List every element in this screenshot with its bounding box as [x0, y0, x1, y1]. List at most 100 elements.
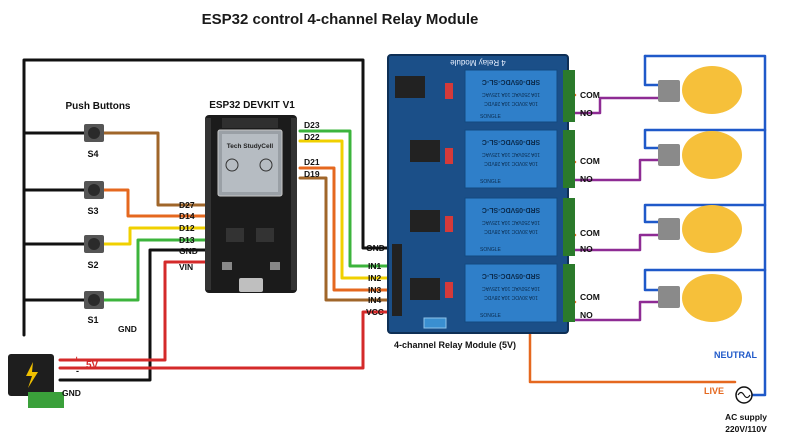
relay-terminals [563, 70, 575, 322]
relay-3-rating-a: 10A 250VAC 10A 125VAC [482, 219, 540, 225]
gnd-label-bottom: GND [62, 388, 81, 398]
gnd-label-top: GND [118, 324, 137, 334]
wire-d19-in4 [298, 176, 394, 302]
wire-d23-in1 [298, 129, 394, 268]
relay-2-rating-b: 10A 30VDC 10A 28VDC [484, 160, 538, 166]
bulb-3-icon [658, 205, 742, 253]
wire-neutral-b3 [643, 203, 767, 224]
esp32-title: ESP32 DEVKIT V1 [209, 100, 295, 111]
wire-neutral-b2 [643, 128, 767, 150]
pin-d27: D27 [179, 200, 195, 210]
wire-neutral-b4 [643, 268, 767, 292]
relay-input-pins: GND IN1 IN2 IN3 IN4 VCC [366, 243, 385, 317]
pin-d14: D14 [179, 211, 195, 221]
wire-no1 [573, 96, 664, 115]
wire-no2 [573, 158, 664, 182]
no-label-4: NO [580, 310, 593, 320]
relay-1-rating-b: 10A 30VDC 10A 28VDC [484, 100, 538, 106]
wire-s3-d14 [98, 188, 207, 218]
relay-1-rating-a: 10A 250VAC 10A 125VAC [482, 91, 540, 97]
relay-2-brand: SONGLE [480, 179, 502, 185]
wire-d21-in3 [298, 166, 394, 292]
relay-pin-gnd: GND [366, 243, 385, 253]
pin-d12: D12 [179, 223, 195, 233]
pin-d23: D23 [304, 120, 320, 130]
wires [22, 54, 767, 397]
com-label-4: COM [580, 292, 600, 302]
pin-d13: D13 [179, 235, 195, 245]
wire-neutral [643, 54, 767, 397]
wire-esp-gnd [58, 248, 207, 382]
relay-3-brand: SONGLE [480, 247, 502, 253]
wire-neutral-b1 [643, 54, 664, 87]
minus-label: - [76, 366, 79, 376]
push-button-s1[interactable]: S1 [84, 291, 104, 325]
ac-voltage-label: 220V/110V [725, 424, 767, 434]
relay-1-model: SRD-05VDC-SL-C [482, 78, 540, 85]
relay-4: SRD-05VDC-SL-C 10A 250VAC 10A 125VAC 10A… [410, 263, 558, 323]
button-label-s3: S3 [87, 206, 98, 216]
wire-s4-d27 [98, 131, 207, 207]
wire-5v-vcc [58, 310, 392, 370]
relay-3-model: SRD-05VDC-SL-C [482, 206, 540, 213]
relay-pin-vcc: VCC [366, 307, 384, 317]
bulb-2-icon [658, 131, 742, 179]
relay-output-labels: COM NO COM NO COM NO COM NO [580, 90, 600, 320]
esp32-board: Tech StudyCell [205, 115, 297, 293]
button-label-s4: S4 [87, 149, 98, 159]
relay-jumper [423, 317, 447, 329]
relay-module-caption: 4-channel Relay Module (5V) [394, 340, 516, 350]
push-button-s2[interactable]: S2 [84, 235, 104, 270]
esp32-left-pins: D27 D14 D12 D13 GND VIN [179, 200, 198, 272]
com-label-3: COM [580, 228, 600, 238]
wire-no4 [573, 300, 664, 322]
diagram-title: ESP32 control 4-channel Relay Module [202, 11, 479, 28]
pin-vin: VIN [179, 262, 193, 272]
pin-d22: D22 [304, 132, 320, 142]
com-label-2: COM [580, 156, 600, 166]
relay-4-rating-a: 10A 250VAC 10A 125VAC [482, 285, 540, 291]
push-button-s4[interactable]: S4 [84, 124, 104, 159]
button-label-s2: S2 [87, 260, 98, 270]
wire-d22-in2 [298, 139, 394, 280]
power-adapter-icon [8, 354, 64, 408]
wire-esp-vin [58, 260, 207, 362]
v5-label: 5V [86, 360, 99, 371]
relay-4-rating-b: 10A 30VDC 10A 28VDC [484, 294, 538, 300]
relay-3: SRD-05VDC-SL-C 10A 250VAC 10A 125VAC 10A… [410, 197, 558, 257]
esp32-right-pins: D23 D22 D21 D19 [304, 120, 320, 179]
button-label-s1: S1 [87, 315, 98, 325]
relay-4-model: SRD-05VDC-SL-C [482, 272, 540, 279]
relay-4-brand: SONGLE [480, 313, 502, 319]
no-label-3: NO [580, 244, 593, 254]
pin-gnd: GND [179, 246, 198, 256]
bulb-4-icon [658, 274, 742, 322]
bulb-1-icon [658, 66, 742, 114]
esp32-chip-brand: Tech StudyCell [227, 143, 274, 150]
no-label-2: NO [580, 174, 593, 184]
ac-supply-label: AC supply [725, 412, 767, 422]
wire-top-gnd [22, 58, 392, 337]
relay-1: SRD-05VDC-SL-C 10A 250VAC 10A 125VAC 10A… [395, 69, 558, 123]
plus-label: + [74, 354, 79, 364]
relay-pin-in2: IN2 [368, 273, 382, 283]
relay-3-rating-b: 10A 30VDC 10A 28VDC [484, 228, 538, 234]
relay-pin-in3: IN3 [368, 285, 382, 295]
push-button-s3[interactable]: S3 [84, 181, 104, 216]
relay-pin-in1: IN1 [368, 261, 382, 271]
relay-1-brand: SONGLE [480, 114, 502, 120]
relay-module: 4 Relay Module SRD-05VDC-SL-C 10A 250VAC… [387, 54, 575, 334]
live-label: LIVE [704, 386, 724, 396]
com-label-1: COM [580, 90, 600, 100]
relay-input-header [392, 244, 402, 316]
wire-no3 [573, 233, 664, 252]
relay-2: SRD-05VDC-SL-C 10A 250VAC 10A 125VAC 10A… [410, 129, 558, 189]
pin-d21: D21 [304, 157, 320, 167]
wire-s2-d12 [98, 226, 207, 246]
no-label-1: NO [580, 108, 593, 118]
wire-s1-d13 [98, 238, 207, 302]
relay-pin-in4: IN4 [368, 295, 382, 305]
ac-source-icon [735, 386, 753, 404]
